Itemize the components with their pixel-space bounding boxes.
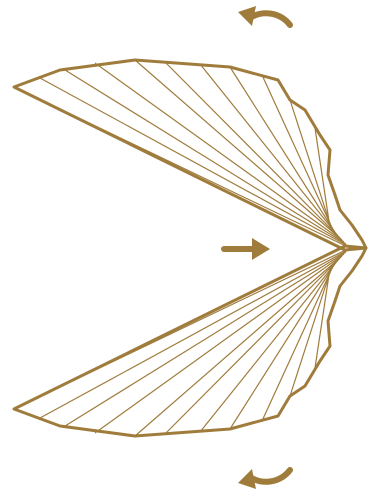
upper-fan-fold-line xyxy=(14,87,350,248)
upper-fan-outline xyxy=(14,60,366,250)
arrow-right-icon xyxy=(224,238,270,260)
lower-fan-fold-line xyxy=(14,248,350,409)
lower-fan-fold-line xyxy=(135,256,342,436)
upper-fan-fold-line xyxy=(230,67,336,234)
lower-fan-fold-line xyxy=(230,262,336,429)
curved-arrow-bottom-icon xyxy=(238,469,290,489)
lower-fan-fold-line xyxy=(165,258,340,434)
lower-fan-fold-line xyxy=(65,252,346,426)
curved-arrow-top-icon xyxy=(238,6,290,26)
upper-fan-fold-line xyxy=(135,60,342,240)
upper-fan-fold-line xyxy=(165,62,340,238)
lower-fan-wing xyxy=(14,246,366,436)
upper-fan-fold-line xyxy=(65,70,346,244)
lower-fan-outline xyxy=(14,246,366,436)
upper-fan-wing xyxy=(14,60,366,250)
